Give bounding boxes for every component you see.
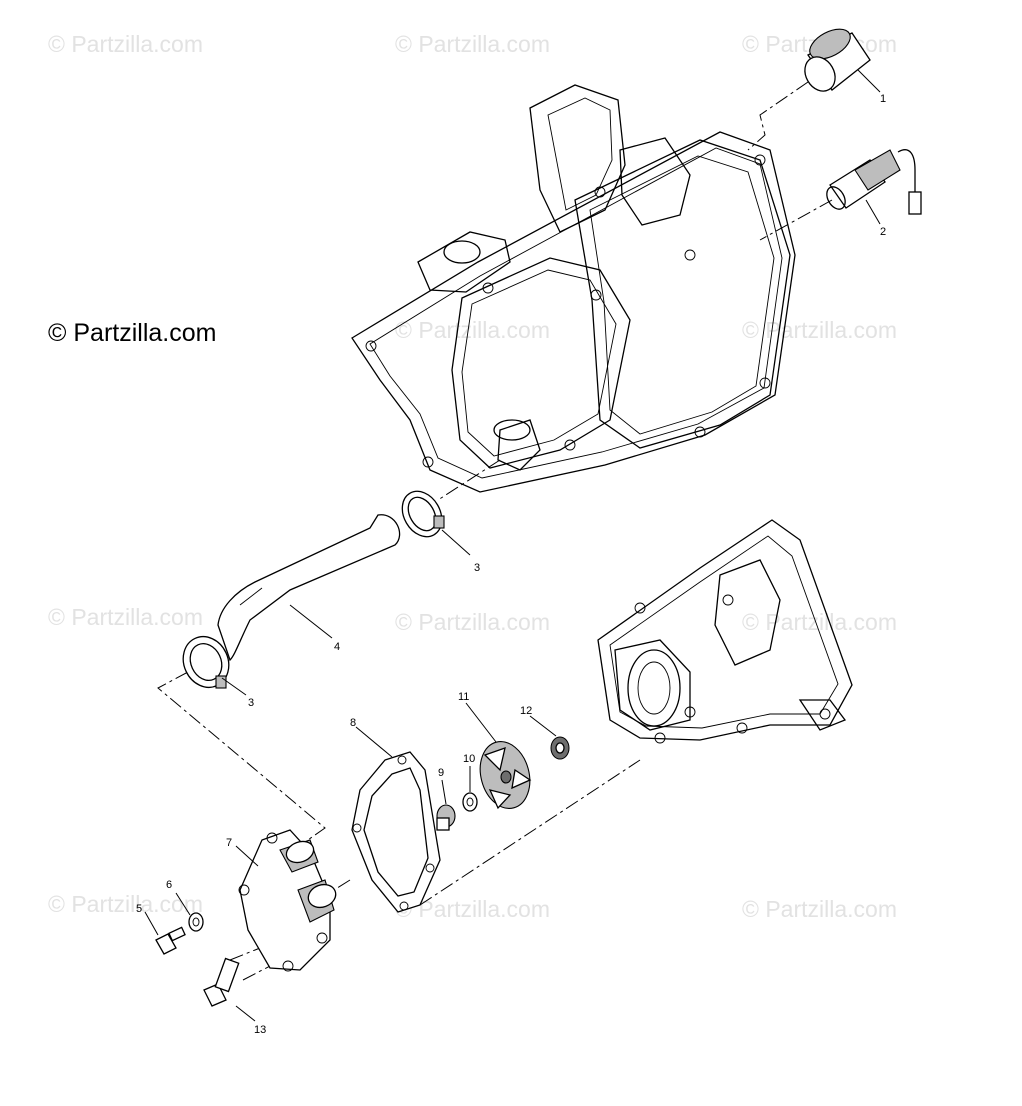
watermark: © Partzilla.com [395,317,550,343]
callout-labels: 1 2 3 3 4 5 6 7 8 9 10 11 12 13 [136,93,886,1036]
callout-11: 11 [458,691,469,703]
gasket-part [351,751,441,913]
hose-clamp-part [401,490,445,538]
copyright-label: © Partzilla.com [48,319,216,347]
bolt-part [203,957,240,1007]
bolt-part [155,926,186,955]
washer-part [188,912,204,932]
callout-3: 3 [248,697,254,709]
hose-part [217,514,401,662]
impeller-part [479,741,532,810]
callout-5: 5 [136,903,142,915]
callout-6: 6 [166,879,172,891]
callout-13: 13 [254,1024,266,1036]
callout-1: 1 [880,93,886,105]
callout-12: 12 [520,705,532,717]
watermark-layer: © Partzilla.com © Partzilla.com © Partzi… [48,31,897,922]
watermark: © Partzilla.com [395,609,550,635]
callout-8: 8 [350,717,356,729]
leader-lines [144,69,881,1022]
cylinder-head-drawing [351,84,796,493]
water-pump-cover-part [238,829,337,972]
callout-9: 9 [438,767,444,779]
callout-10: 10 [463,753,475,765]
watermark: © Partzilla.com [395,31,550,57]
callout-7: 7 [226,837,232,849]
watermark: © Partzilla.com [742,896,897,922]
hose-clamp-part [182,636,230,689]
callout-3: 3 [474,562,480,574]
watermark: © Partzilla.com [48,604,203,630]
callout-4: 4 [334,641,340,653]
thermostat-cap-part [804,28,871,92]
seal-ring-part [550,736,570,760]
watermark: © Partzilla.com [48,891,203,917]
washer-part [462,792,478,812]
watermark: © Partzilla.com [742,317,897,343]
temperature-sensor-part [826,149,922,215]
seal-part [436,804,456,831]
crankcase-drawing [597,519,853,744]
callout-2: 2 [880,226,886,238]
watermark: © Partzilla.com [48,31,203,57]
watermark: © Partzilla.com [742,609,897,635]
